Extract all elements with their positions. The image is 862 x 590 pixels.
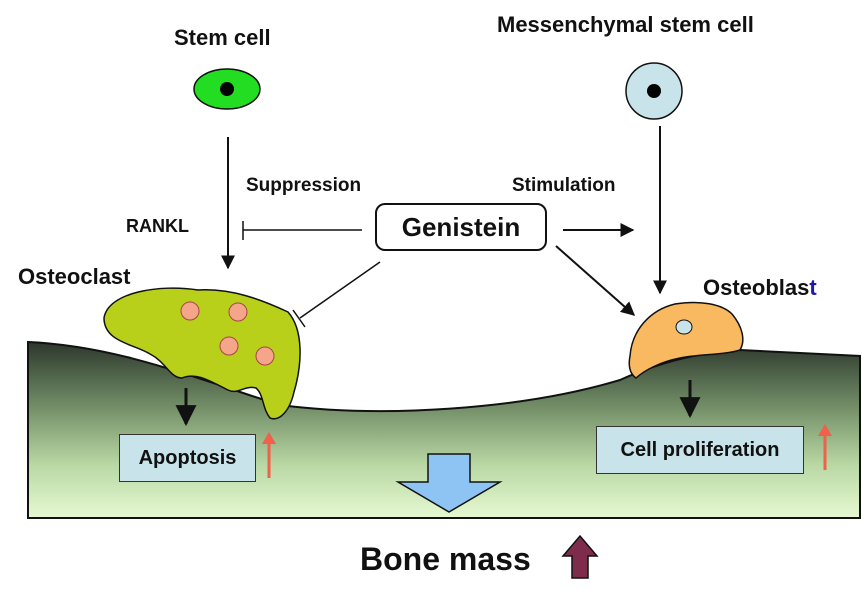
stem-cell-icon [193, 68, 261, 110]
osteoblast-label-last-letter: t [809, 275, 817, 300]
osteoblast-label: Osteoblast [703, 275, 817, 301]
mesenchymal-stem-cell-label: Messenchymal stem cell [497, 12, 754, 37]
stem-cell-label: Stem cell [174, 25, 271, 50]
down-arrow-icon [395, 453, 503, 513]
stimulation-label: Stimulation [512, 175, 616, 196]
osteoclast-icon [103, 287, 301, 420]
suppression-label: Suppression [246, 175, 362, 196]
genistein-box: Genistein [375, 203, 547, 251]
bone-mass-up-arrow-icon [561, 534, 599, 579]
apoptosis-box: Apoptosis [119, 434, 256, 482]
cell-proliferation-box: Cell proliferation [596, 426, 804, 474]
mesenchymal-stem-cell-icon [625, 62, 683, 120]
up-arrow-icon [818, 424, 832, 470]
osteoclast-inhibition-line [299, 261, 381, 319]
genistein-to-osteoblast-arrow [555, 245, 636, 316]
osteoclast-label: Osteoclast [18, 264, 131, 289]
bone-mass-label: Bone mass [360, 541, 531, 577]
osteoblast-label-main: Osteoblas [703, 275, 810, 300]
up-arrow-icon [262, 432, 276, 478]
rankl-label: RANKL [126, 216, 189, 236]
osteoclast-inhibition-bar [292, 309, 306, 328]
osteoblast-icon [628, 301, 744, 379]
